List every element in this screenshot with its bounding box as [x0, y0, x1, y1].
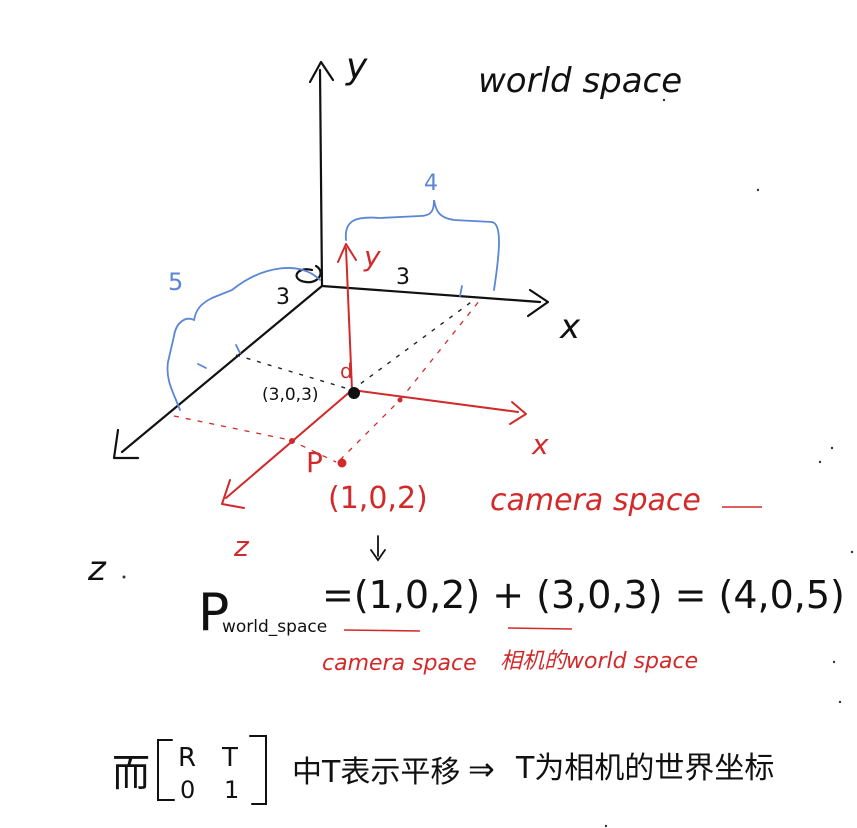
camera-x-arrowhead [509, 401, 527, 425]
underline-camera [343, 629, 421, 632]
dim-left-3: 3 [276, 285, 290, 310]
labels: world space y x z O 3 3 4 5 y x z camera… [87, 46, 845, 804]
world-axes [112, 60, 550, 460]
camera-x-axis [351, 389, 519, 413]
equation-underlines [343, 506, 762, 632]
blue-braces [166, 199, 500, 411]
camera-axes [221, 243, 527, 509]
eq-p: P [198, 583, 229, 643]
down-arrow [370, 535, 386, 562]
point-p-coord: (1,0,2) [328, 481, 428, 516]
projection-lines-black [235, 299, 475, 391]
camera-origin-coord: (3,0,3) [262, 385, 319, 405]
camera-x-label: x [531, 428, 549, 461]
tick-dot-2 [397, 397, 403, 403]
world-y-arrowhead [308, 60, 335, 84]
eq-note-right: 相机的world space [500, 649, 698, 674]
matrix-r: R [178, 743, 196, 773]
projection-lines-red [173, 299, 481, 463]
world-y-label: y [345, 46, 368, 87]
footer-arrow: ⇒ [468, 750, 495, 788]
camera-origin-label: d [340, 359, 353, 383]
tick-dot [289, 438, 295, 444]
eq-rest: =(1,0,2) + (3,0,3) = (4,0,5) [322, 573, 845, 617]
camera-y-arrowhead [337, 243, 357, 263]
world-x-arrowhead [526, 288, 550, 318]
world-z-axis [120, 284, 324, 454]
point-p-dot [337, 458, 347, 468]
matrix-1: 1 [224, 776, 239, 804]
world-z-arrowhead [112, 428, 140, 460]
world-origin-circle [295, 264, 322, 284]
brace-label-5: 5 [168, 268, 183, 296]
world-x-label: x [559, 307, 581, 347]
eq-note-left: camera space [322, 651, 477, 676]
top-brace [345, 199, 500, 291]
camera-title: camera space [490, 483, 701, 518]
camera-y-axis [345, 247, 353, 391]
camera-z-label: z [233, 530, 250, 563]
point-p-label: P [306, 446, 323, 479]
camera-z-axis [225, 389, 353, 499]
world-z-label: z [87, 549, 107, 589]
camera-y-label: y [363, 240, 381, 273]
stray-marks [122, 98, 854, 828]
matrix-brackets [157, 735, 267, 805]
eq-subscript: world_space [222, 617, 327, 637]
underline-world [507, 627, 573, 630]
world-y-axis [318, 68, 324, 288]
world-x-axis [320, 284, 542, 304]
footer-text2: T为相机的世界坐标 [515, 751, 774, 786]
points [289, 387, 403, 468]
right-bracket [249, 735, 267, 805]
matrix-t: T [221, 743, 238, 773]
left-bracket [157, 739, 175, 801]
footer-text1: 中T表示平移 [292, 755, 460, 790]
world-title: world space [478, 61, 682, 101]
footer-prefix: 而 [112, 751, 150, 795]
left-brace [166, 267, 321, 401]
matrix-0: 0 [180, 776, 195, 804]
camera-z-arrowhead [221, 479, 245, 509]
camera-origin-dot [348, 387, 360, 399]
brace-label-4: 4 [424, 171, 438, 196]
dim-top-3: 3 [396, 265, 410, 290]
